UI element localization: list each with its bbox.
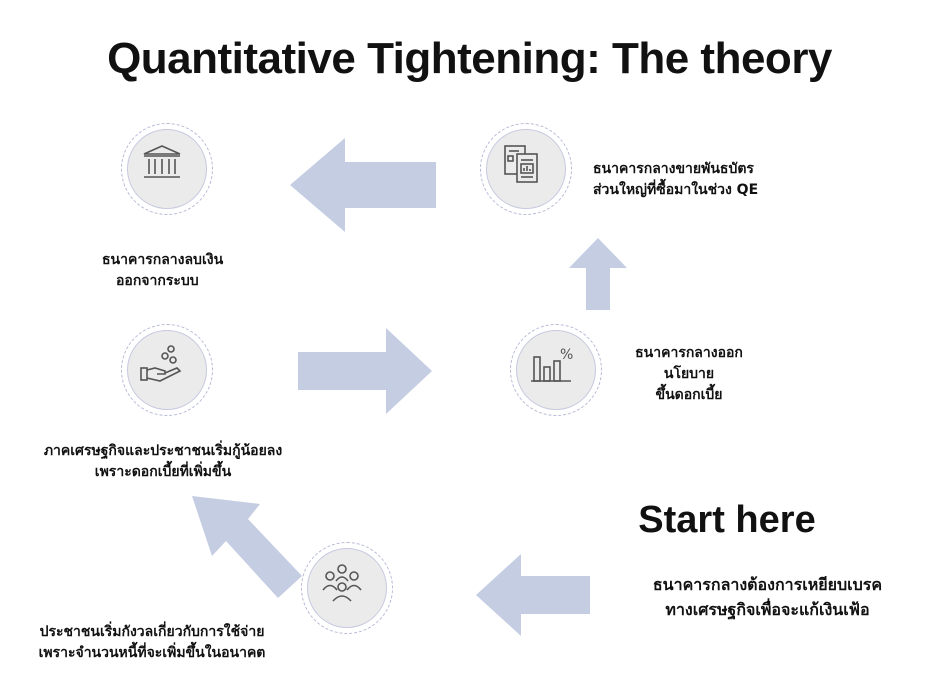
documents-chart-icon: [504, 145, 538, 183]
worry-spending-label: ประชาชนเริ่มกังวลเกี่ยวกับการใช้จ่าย เพร…: [38, 624, 266, 661]
start-here-label: Start here: [638, 499, 816, 541]
arrow-up: [569, 238, 627, 310]
rates-circle: %: [510, 324, 602, 416]
hand-circle: [121, 324, 213, 416]
documents-circle: [480, 123, 572, 215]
hand-coins-icon: [140, 345, 182, 382]
bar-chart-percent-icon: %: [531, 347, 573, 382]
rates-label: ธนาคารกลางออก นโยบาย ขึ้นดอกเบี้ย: [635, 345, 743, 403]
arrow-right-middle: [298, 328, 432, 414]
borrow-less-label: ภาคเศรษฐกิจและประชาชนเริ่มกู้น้อยลง เพรา…: [43, 443, 283, 480]
svg-text:%: %: [560, 347, 573, 363]
arrow-up-left: [192, 496, 302, 598]
people-group-icon: [322, 564, 362, 602]
remove-money-label: ธนาคารกลางลบเงิน ออกจากระบบ: [102, 252, 224, 289]
brake-label: ธนาคารกลางต้องการเหยียบเบรค ทางเศรษฐกิจเ…: [652, 575, 883, 619]
page-title: Quantitative Tightening: The theory: [107, 34, 832, 83]
people-circle: [301, 542, 393, 634]
sell-bonds-label: ธนาคารกลางขายพันธบัตร ส่วนใหญ่ที่ซื้อมาใ…: [593, 161, 759, 198]
bank-building-icon: [143, 145, 181, 178]
bank-circle: [121, 123, 213, 215]
arrow-left-top: [290, 138, 436, 232]
arrow-left-bottom: [476, 554, 590, 636]
